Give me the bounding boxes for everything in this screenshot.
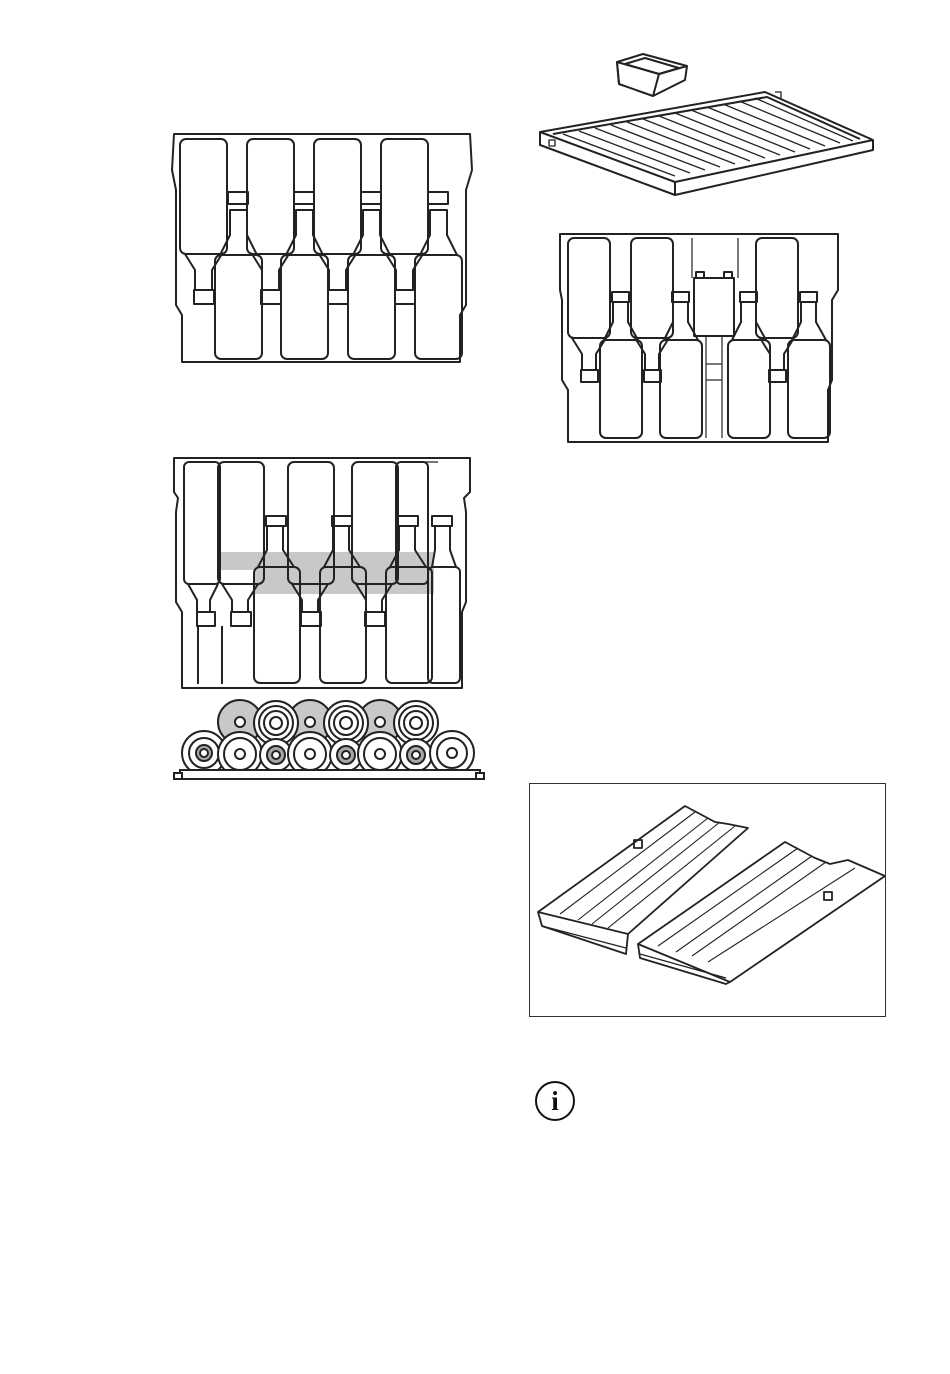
- split-shelf-illustration: [530, 784, 885, 1016]
- bottle-shelf-b-illustration: [556, 230, 846, 450]
- bottle-shelf-a-illustration: [170, 130, 480, 370]
- bottle-stack-illustration: [170, 696, 490, 788]
- info-icon: i: [535, 1081, 575, 1121]
- split-shelf-figure: [529, 783, 886, 1017]
- bottle-shelf-c-illustration: [170, 452, 480, 697]
- bottle-stack-figure: [170, 696, 490, 788]
- bottle-shelf-figure-c: [170, 452, 480, 697]
- shelf-with-box-illustration: [535, 50, 880, 200]
- shelf-with-box-figure: [535, 50, 880, 200]
- bottle-shelf-figure-b: [556, 230, 846, 450]
- bottle-shelf-figure-a: [170, 130, 480, 370]
